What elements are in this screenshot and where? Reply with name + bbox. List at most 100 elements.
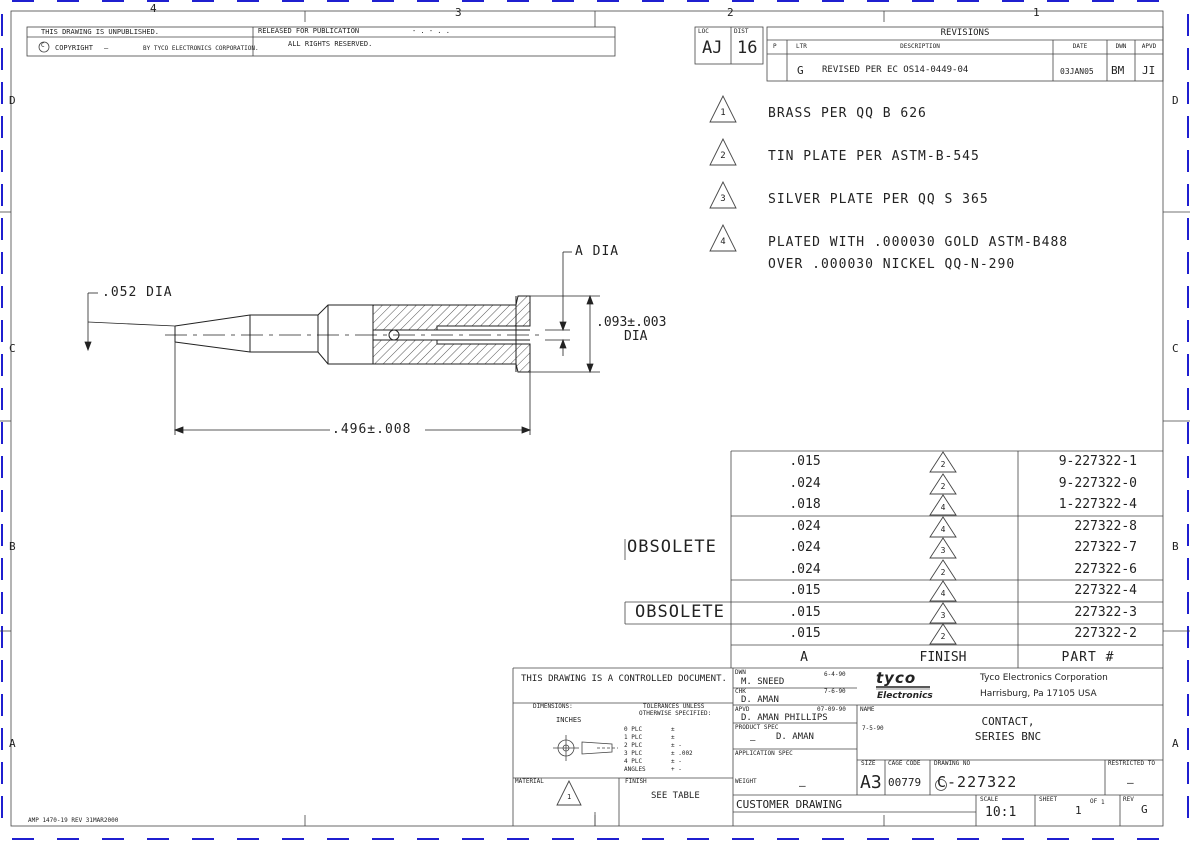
apvd-name: D. AMAN PHILLIPS [741,713,828,723]
note-text: SILVER PLATE PER QQ S 365 [768,192,989,207]
projection-symbol-icon [553,735,618,761]
part-row-a: .018 [789,497,821,512]
finish-value: SEE TABLE [651,791,700,801]
finish-flag-icon [929,623,957,645]
released-dots: - . - . . [412,27,450,35]
dim-093-label: DIA [624,329,648,344]
rev-desc: REVISED PER EC OS14-0449-04 [822,65,969,75]
title-block-grid [512,667,1163,826]
rev-col-desc: DESCRIPTION [900,43,940,50]
unpublished-text: THIS DRAWING IS UNPUBLISHED. [41,28,160,36]
note-text: BRASS PER QQ B 626 [768,106,927,121]
note-number: 2 [720,151,726,161]
part-row-number: 227322-3 [1074,605,1137,620]
tolerance-value: ± [671,734,675,741]
revisions-title: REVISIONS [940,28,990,38]
part-row-number: 227322-6 [1074,562,1137,577]
zone-label-side: C [1172,342,1179,355]
tolerance-value: ± [671,726,675,733]
tolerance-label: 4 PLC [624,758,643,765]
note-flag-icon [709,94,737,123]
copyright-icon [38,41,50,53]
material-note-number: 1 [567,793,572,801]
drawing-letter-icon [935,779,947,791]
chk-date: 7-6-90 [824,688,846,695]
part-row-number: 227322-4 [1074,583,1137,598]
finish-flag-icon [929,537,957,559]
apvd-label: APVD [735,706,750,713]
part-row-number: 227322-7 [1074,540,1137,555]
weight-label: WEIGHT [735,778,757,785]
zone-label-top: 4 [150,2,157,15]
customer-drawing-label: CUSTOMER DRAWING [736,798,842,811]
finish-flag-icon [929,559,957,581]
tolerance-label: 1 PLC [624,734,643,741]
rev-dwn: BM [1111,64,1125,77]
part-row-a: .024 [789,476,821,491]
revisions-box [766,26,1164,82]
contact-part-drawing [84,251,600,435]
tolerance-label: 2 PLC [624,742,643,749]
dimensions-value: INCHES [556,716,582,724]
product-spec-date: 7-5-90 [862,725,884,732]
rev-label: REV [1123,796,1134,803]
part-row-a: .015 [789,454,821,469]
logo-electronics: Electronics [877,691,933,701]
released-text: RELEASED FOR PUBLICATION [258,27,360,35]
note-text: TIN PLATE PER ASTM-B-545 [768,149,980,164]
note-text: PLATED WITH .000030 GOLD ASTM-B488 [768,235,1069,250]
sheet-value: 1 [1075,804,1082,817]
material-note-icon [556,779,582,806]
part-table-grid [624,450,1163,668]
tolerance-label: 0 PLC [624,726,643,733]
part-row-a: .024 [789,562,821,577]
obsolete-label: OBSOLETE [627,537,717,557]
zone-label-side: C [9,342,16,355]
scale-label: SCALE [980,796,999,803]
loc-label: LOC [698,28,709,35]
inner-frame [10,10,1164,827]
zone-ticks [0,11,1190,826]
copyright-symbol: C [41,42,45,49]
rev-value: G [1141,803,1148,816]
note-triangles [709,94,737,252]
note-number: 1 [720,108,726,118]
cage-code-label: CAGE CODE [888,760,921,767]
copyright-dash: — [104,44,109,52]
part-row-a: .015 [789,626,821,641]
zone-label-top: 2 [727,6,734,19]
dim-093-dia: .093±.003 [596,315,667,330]
zone-label-top: 3 [455,6,462,19]
part-row-number: 9-227322-0 [1058,476,1137,491]
chk-name: D. AMAN [741,695,779,705]
form-number: AMP 1470-19 REV 31MAR2000 [28,817,119,824]
header-box [26,26,616,57]
apvd-date: 07-09-90 [817,706,846,713]
part-row-a: .015 [789,605,821,620]
controlled-text: THIS DRAWING IS A CONTROLLED DOCUMENT. [521,674,727,684]
tolerance-value: ± .002 [671,750,693,757]
title-name-line1: CONTACT, [981,715,1035,728]
zone-label-side: B [1172,540,1179,553]
zone-label-side: A [1172,737,1179,750]
of-value: 1 [1101,799,1105,806]
part-row-number: 9-227322-1 [1058,454,1137,469]
tolerance-value: ± - [671,742,682,749]
logo-tyco: tyco [876,669,917,687]
part-row-finish: 2 [940,460,946,469]
product-spec-name: D. AMAN [776,732,814,742]
tolerances-label-2: OTHERWISE SPECIFIED: [639,710,712,717]
sheet-label: SHEET [1039,796,1058,803]
part-row-finish: 3 [940,546,946,555]
dwn-name: M. SNEED [741,677,785,687]
rev-ltr: G [797,64,804,77]
product-spec-dash: — [750,736,756,746]
tolerances-label: TOLERANCES UNLESS [643,703,705,710]
part-row-number: 227322-8 [1074,519,1137,534]
finish-flag-icon [929,602,957,624]
note-text: OVER .000030 NICKEL QQ-N-290 [768,257,1016,272]
material-label: MATERIAL [515,778,544,785]
note-number: 3 [720,194,726,204]
